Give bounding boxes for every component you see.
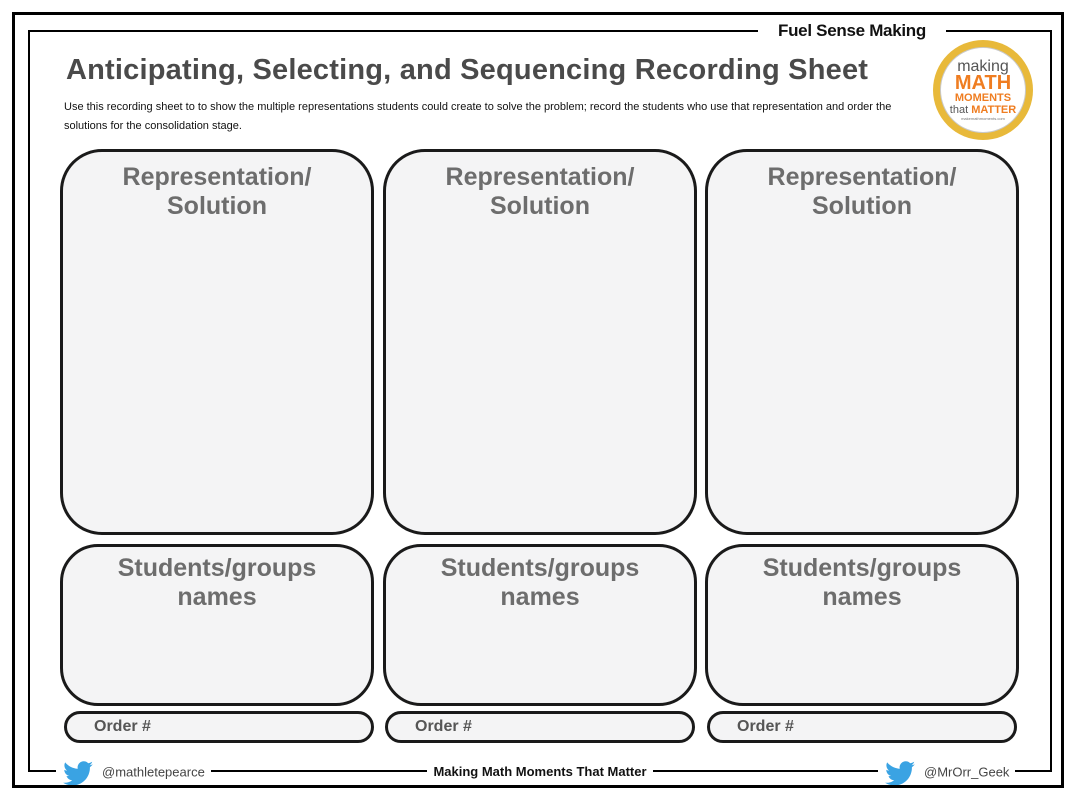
representation-box-3[interactable]: Representation/ Solution [705,149,1019,535]
header-tag: Fuel Sense Making [758,18,946,44]
footer-left-handle[interactable]: @mathletepearce [56,759,211,785]
outer-border [12,12,1064,788]
order-label: Order # [737,718,794,735]
representation-heading-line2: Solution [812,192,912,220]
instructions-text: Use this recording sheet to to show the … [64,101,892,132]
students-box-3[interactable]: Students/groups names [705,544,1019,706]
twitter-bird-icon [885,760,915,785]
students-heading-line2: names [822,583,902,611]
students-box-1[interactable]: Students/groups names [60,544,374,706]
students-box-2[interactable]: Students/groups names [383,544,697,706]
page-title: Anticipating, Selecting, and Sequencing … [66,54,869,86]
logo-word-making: making [957,57,1009,75]
representation-heading-line2: Solution [490,192,590,220]
footer-right-handle[interactable]: @MrOrr_Geek [878,759,1016,785]
logo-word-math: MATH [954,71,1012,94]
logo-word-that-matter: that MATTER [949,103,1017,116]
logo-word-moments: MOMENTS [954,91,1012,104]
logo-badge: making MATH MOMENTS that MATTER makemath… [940,47,1026,133]
representation-box-1[interactable]: Representation/ Solution [60,149,374,535]
representation-heading-line1: Representation/ [445,163,635,191]
footer-right-handle-text: @MrOrr_Geek [924,764,1010,780]
representation-heading-line1: Representation/ [767,163,957,191]
order-label: Order # [415,718,472,735]
students-heading-line1: Students/groups [762,554,962,582]
order-label: Order # [94,718,151,735]
footer-left-handle-text: @mathletepearce [102,764,205,780]
students-heading-line2: names [500,583,580,611]
students-heading-line2: names [177,583,257,611]
logo-url: makemathmoments.com [961,115,1005,121]
order-field-3[interactable]: Order # [707,711,1017,743]
footer-tagline: Making Math Moments That Matter [427,759,653,785]
making-math-moments-logo: making MATH MOMENTS that MATTER makemath… [933,40,1033,140]
twitter-bird-icon [63,760,93,785]
order-field-1[interactable]: Order # [64,711,374,743]
representation-heading-line2: Solution [167,192,267,220]
students-heading-line1: Students/groups [440,554,640,582]
order-field-2[interactable]: Order # [385,711,695,743]
representation-heading-line1: Representation/ [122,163,312,191]
students-heading-line1: Students/groups [117,554,317,582]
representation-box-2[interactable]: Representation/ Solution [383,149,697,535]
